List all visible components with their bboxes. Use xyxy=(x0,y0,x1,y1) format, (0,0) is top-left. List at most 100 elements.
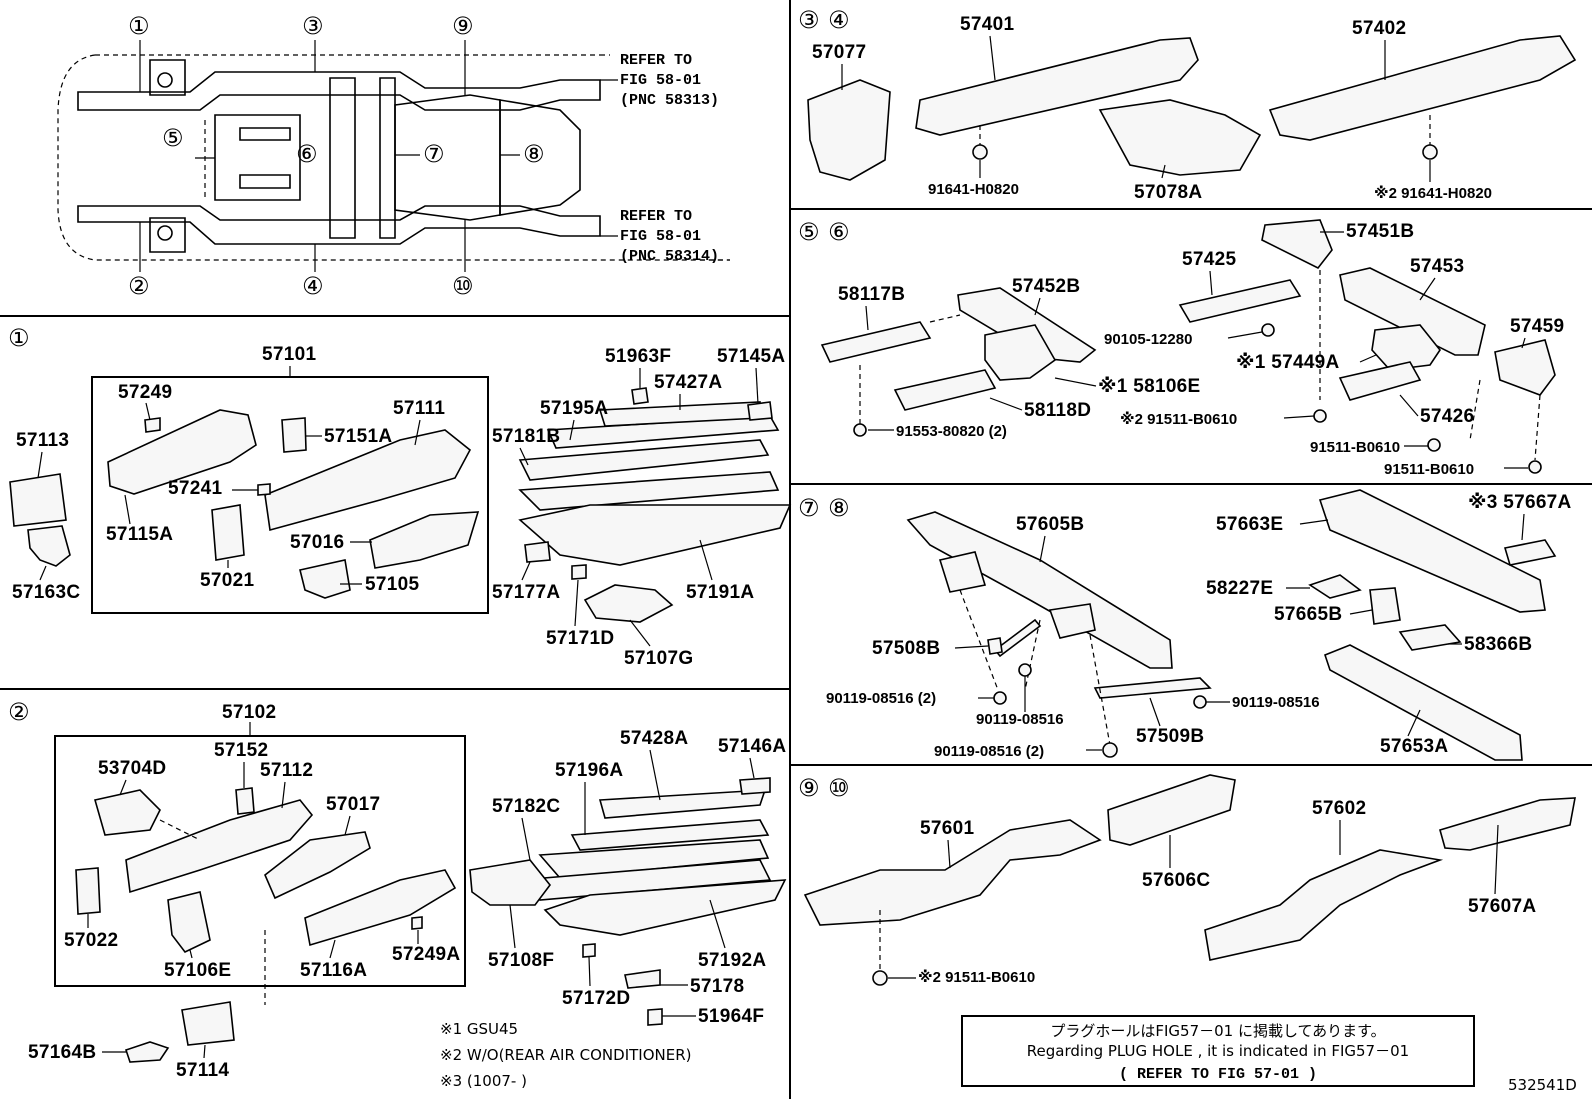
label-57509B: 57509B xyxy=(1136,726,1204,747)
label-57667A: ※3 57667A xyxy=(1468,492,1572,513)
callout-4: ④ xyxy=(302,272,324,300)
label-57182C: 57182C xyxy=(492,796,560,817)
label-57191A: 57191A xyxy=(686,582,754,603)
label-57665B: 57665B xyxy=(1274,604,1342,625)
section-9-10: ⑨ ⑩ 57601 57602 57606C 57607A ※2 91511-B… xyxy=(798,774,1576,986)
label-58366B: 58366B xyxy=(1464,634,1532,655)
label-57425: 57425 xyxy=(1182,249,1236,270)
label-57152: 57152 xyxy=(214,740,268,761)
label-57145A: 57145A xyxy=(717,346,785,367)
label-57022: 57022 xyxy=(64,930,118,951)
label-57021: 57021 xyxy=(200,570,254,591)
label-57449A: ※1 57449A xyxy=(1236,352,1340,373)
callout-2: ② xyxy=(128,272,150,300)
label-58227E: 58227E xyxy=(1206,578,1273,599)
label-91511-B0610-b: 91511-B0610 xyxy=(1310,439,1400,456)
footnote-3: ※3 (1007- ) xyxy=(440,1072,527,1090)
label-57017: 57017 xyxy=(326,794,380,815)
overview-refer-top: REFER TO FIG 58-01 (PNC 58313) xyxy=(600,52,719,109)
label-57602: 57602 xyxy=(1312,798,1366,819)
label-57016: 57016 xyxy=(290,532,344,553)
label-58117B: 58117B xyxy=(838,284,905,305)
svg-text:(PNC 58314): (PNC 58314) xyxy=(620,248,719,265)
callout-3: ③ xyxy=(302,12,324,40)
label-91511-B0610-c: 91511-B0610 xyxy=(1384,461,1474,478)
label-57428A: 57428A xyxy=(620,728,688,749)
label-90119-08516-a: 90119-08516 xyxy=(976,711,1064,728)
overview-car-outline xyxy=(57,54,730,261)
label-57112: 57112 xyxy=(260,760,313,781)
section-1: ① 57101 57249 57111 57151A 57113 572 xyxy=(8,324,792,669)
label-57192A: 57192A xyxy=(698,950,766,971)
plug-note-line-2: Regarding PLUG HOLE , it is indicated in… xyxy=(1027,1042,1409,1060)
plug-hole-note: プラグホールはFIG57－01 に掲載してあります。 Regarding PLU… xyxy=(961,1015,1475,1087)
label-57427A: 57427A xyxy=(654,372,722,393)
label-57164B: 57164B xyxy=(28,1042,96,1063)
label-57607A: 57607A xyxy=(1468,896,1536,917)
label-57459: 57459 xyxy=(1510,316,1564,337)
section-4-header: ④ xyxy=(828,6,850,34)
label-57102: 57102 xyxy=(222,702,276,723)
label-57249: 57249 xyxy=(118,382,172,403)
label-58118D: 58118D xyxy=(1024,400,1091,421)
label-57078A: 57078A xyxy=(1134,182,1202,203)
label-51964F: 51964F xyxy=(698,1006,764,1027)
label-57606C: 57606C xyxy=(1142,870,1210,891)
label-57181B: 57181B xyxy=(492,426,560,447)
section-7-header: ⑦ xyxy=(798,494,820,522)
callout-6: ⑥ xyxy=(296,140,318,168)
label-57172D: 57172D xyxy=(562,988,630,1009)
section-7-8: ⑦ ⑧ 57605B 57663E ※3 57667A 58227E 57665… xyxy=(798,489,1572,761)
label-57178: 57178 xyxy=(690,976,744,997)
section-9-header: ⑨ xyxy=(798,774,820,802)
label-57177A: 57177A xyxy=(492,582,560,603)
section-3-4: ③ ④ 57077 57401 57402 91641-H0820 57078A… xyxy=(798,6,1577,203)
label-57171D: 57171D xyxy=(546,628,614,649)
label-91641-H0820: 91641-H0820 xyxy=(928,181,1019,198)
callout-1: ① xyxy=(128,12,150,40)
label-57196A: 57196A xyxy=(555,760,623,781)
section-2: ② 57102 57152 57112 53704D 57017 xyxy=(8,698,787,1081)
svg-text:REFER TO: REFER TO xyxy=(620,208,692,225)
section-2-header: ② xyxy=(8,698,30,726)
label-57653A: 57653A xyxy=(1380,736,1448,757)
label-57249A: 57249A xyxy=(392,944,460,965)
svg-text:REFER TO: REFER TO xyxy=(620,52,692,69)
callout-10: ⑩ xyxy=(452,272,474,300)
label-53704D: 53704D xyxy=(98,758,166,779)
overview-refer-bottom: REFER TO FIG 58-01 (PNC 58314) xyxy=(600,208,719,265)
label-57163C: 57163C xyxy=(12,582,80,603)
label-90119-08516-b: 90119-08516 xyxy=(1232,694,1320,711)
section-8-header: ⑧ xyxy=(828,494,850,522)
label-91641-H0820-b: ※2 91641-H0820 xyxy=(1374,184,1492,202)
section-1-header: ① xyxy=(8,324,30,352)
label-57116A: 57116A xyxy=(300,960,367,981)
label-57601: 57601 xyxy=(920,818,974,839)
callout-8: ⑧ xyxy=(523,140,545,168)
callout-7: ⑦ xyxy=(423,140,445,168)
label-57401: 57401 xyxy=(960,14,1014,35)
label-57107G: 57107G xyxy=(624,648,693,669)
label-57106E: 57106E xyxy=(164,960,231,981)
svg-text:(PNC 58313): (PNC 58313) xyxy=(620,92,719,109)
label-57453: 57453 xyxy=(1410,256,1464,277)
label-91511-B0610: ※2 91511-B0610 xyxy=(1120,410,1237,428)
callout-5: ⑤ xyxy=(162,124,184,152)
label-57113: 57113 xyxy=(16,430,69,451)
label-57451B: 57451B xyxy=(1346,221,1414,242)
label-91511-B0610-d: ※2 91511-B0610 xyxy=(918,968,1035,986)
label-57077: 57077 xyxy=(812,42,866,63)
label-57605B: 57605B xyxy=(1016,514,1084,535)
label-57508B: 57508B xyxy=(872,638,940,659)
footnote-2: ※2 W/O(REAR AIR CONDITIONER) xyxy=(440,1046,692,1064)
label-91553-80820: 91553-80820 (2) xyxy=(896,423,1007,440)
svg-text:FIG 58-01: FIG 58-01 xyxy=(620,228,701,245)
callout-9: ⑨ xyxy=(452,12,474,40)
label-57241: 57241 xyxy=(168,478,222,499)
label-57663E: 57663E xyxy=(1216,514,1283,535)
label-58106E: ※1 58106E xyxy=(1098,376,1201,397)
label-90119-08516-2a: 90119-08516 (2) xyxy=(826,690,936,707)
section-5-6: ⑤ ⑥ 57451B 57425 57453 58117B 57452B 574… xyxy=(798,218,1564,478)
section-6-header: ⑥ xyxy=(828,218,850,246)
label-57115A: 57115A xyxy=(106,524,173,545)
